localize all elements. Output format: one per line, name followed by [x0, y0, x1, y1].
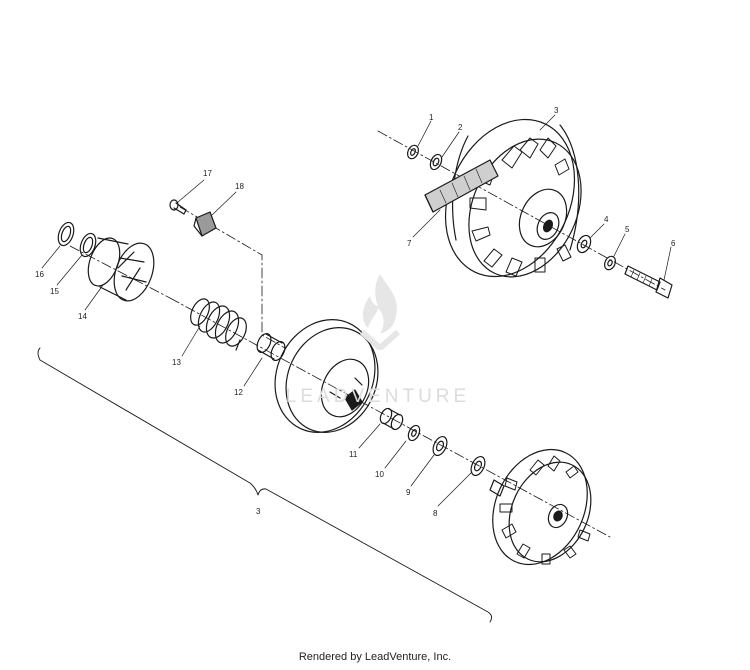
- callout-12: 12: [234, 388, 243, 397]
- part-4-washer: [576, 234, 592, 254]
- callout-3-top: 3: [554, 106, 559, 115]
- movable-sheave: [274, 319, 379, 433]
- callout-7: 7: [407, 239, 412, 248]
- part-1-washer: [406, 144, 420, 160]
- part-11-bushing: [379, 407, 404, 431]
- part-8-washer: [470, 455, 486, 477]
- screw-leader-line: [179, 206, 286, 349]
- callout-16: 16: [35, 270, 44, 279]
- callout-15: 15: [50, 287, 59, 296]
- part-10-washer: [407, 424, 421, 442]
- callout-5: 5: [625, 225, 630, 234]
- part-12-bushing: [256, 332, 286, 362]
- part-5-washer: [603, 255, 617, 271]
- callout-18: 18: [235, 182, 244, 191]
- part-9-washer: [432, 435, 448, 457]
- callout-3-bracket: 3: [256, 507, 261, 516]
- lower-fixed-sheave: [489, 448, 592, 566]
- callout-6: 6: [671, 239, 676, 248]
- part-14-spider: [87, 237, 155, 302]
- part-17-screw: [169, 199, 187, 215]
- part-15-ring: [79, 232, 97, 258]
- footer-credit: Rendered by LeadVenture, Inc.: [298, 651, 452, 663]
- callout-13: 13: [172, 358, 181, 367]
- part-2-washer: [429, 153, 443, 171]
- part-13-spring: [190, 298, 247, 351]
- part-16-snap-ring: [57, 221, 75, 247]
- part-7-shaft: [424, 159, 499, 213]
- lower-axis-line: [69, 245, 611, 538]
- callout-10: 10: [375, 470, 384, 479]
- callout-1: 1: [429, 113, 434, 122]
- callout-11: 11: [349, 450, 358, 459]
- part-18-button: [193, 211, 217, 237]
- callout-9: 9: [406, 488, 411, 497]
- upper-axis-line: [377, 130, 666, 291]
- callout-labels: 1 2 3 4 5 6 7 8 9 10 11 12 13 14 15 16 1…: [35, 106, 676, 518]
- leader-lines: [41, 114, 672, 507]
- assembly-bracket: [37, 347, 493, 623]
- callout-4: 4: [604, 215, 609, 224]
- callout-17: 17: [203, 169, 212, 178]
- part-6-bolt: [624, 265, 673, 299]
- callout-14: 14: [78, 312, 87, 321]
- callout-8: 8: [433, 509, 438, 518]
- part-3-clutch-upper: [444, 118, 582, 278]
- callout-2: 2: [458, 123, 463, 132]
